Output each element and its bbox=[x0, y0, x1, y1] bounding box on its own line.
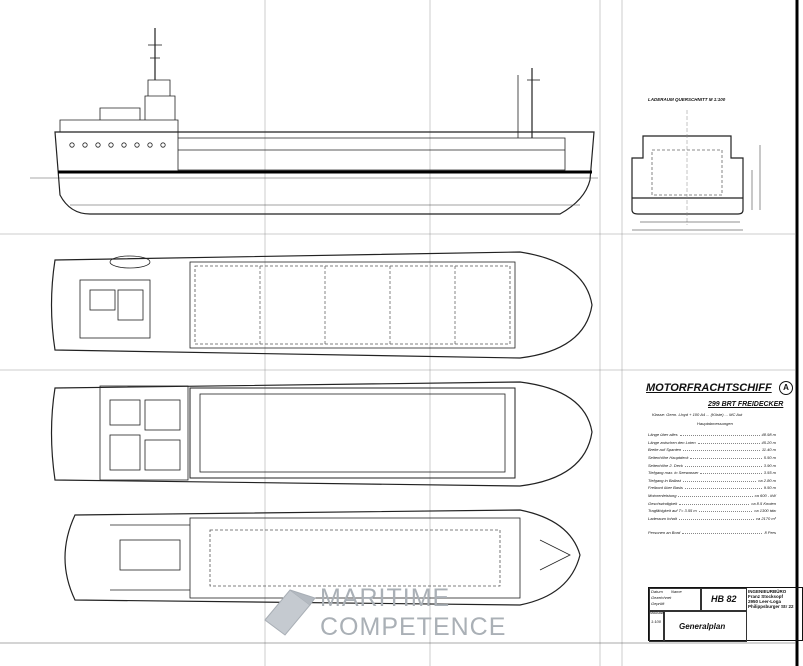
hold-cross-section bbox=[631, 110, 761, 231]
crew-row: Personen an Bord 8 Pers bbox=[648, 529, 776, 537]
drawing-number: HB 82 bbox=[711, 594, 737, 604]
dimension-label: Motorenleistung bbox=[648, 493, 677, 499]
dimensions-header: Hauptabmessungen bbox=[697, 421, 733, 426]
dimension-row: Tiefgang in Ballast ca 2.80 m bbox=[648, 477, 776, 485]
porthole bbox=[121, 142, 127, 148]
dimension-value: ca 2170 m³ bbox=[755, 515, 776, 521]
porthole bbox=[134, 142, 140, 148]
field-label: Maßstab bbox=[650, 611, 664, 615]
side-profile bbox=[30, 28, 598, 215]
office-line: Franz Stocksopf bbox=[748, 594, 784, 599]
watermark-logo-mark bbox=[264, 589, 316, 636]
plan-view-tween-deck bbox=[50, 381, 593, 487]
watermark: MARITIME COMPETENCE bbox=[262, 584, 562, 642]
porthole bbox=[108, 142, 114, 148]
dimension-label: Breite auf Spanten bbox=[648, 447, 682, 453]
dimension-label: Tiefgang in Ballast bbox=[648, 477, 681, 483]
field-label: Gezeichnet bbox=[651, 595, 672, 600]
crew-label: Personen an Bord bbox=[648, 530, 681, 536]
dimension-value: 5.50 m bbox=[763, 455, 776, 461]
dimension-value: 11.40 m bbox=[761, 447, 776, 453]
dimension-row: Breite auf Spanten 11.40 m bbox=[648, 446, 776, 454]
plan-view-upper-deck bbox=[50, 251, 593, 359]
field-label: Datum bbox=[651, 589, 663, 594]
dimension-row: Laderaum Inhalt ca 2170 m³ bbox=[648, 515, 776, 523]
dimension-value: 9.50 m bbox=[763, 485, 776, 491]
dimension-label: Geschwindigkeit bbox=[648, 500, 678, 506]
dimension-row: Motorenleistung ca 600 - kW bbox=[648, 492, 776, 500]
class-note: Klasse: Germ. Lloyd + 100 A4 ... (Küste)… bbox=[652, 412, 743, 417]
dimension-row: Geschwindigkeit ca 8.5 Knoten bbox=[648, 499, 776, 507]
porthole bbox=[147, 142, 153, 148]
office-line: INGENIEURBÜRO bbox=[748, 589, 787, 594]
dimensions-list: Länge über alles 48.98 m Länge zwischen d… bbox=[648, 431, 776, 537]
dimension-label: Laderaum Inhalt bbox=[648, 515, 677, 521]
dimension-row: Tiefgang max. in Seewasser 3.55 m bbox=[648, 469, 776, 477]
drawing-name: Generalplan bbox=[679, 622, 726, 631]
dimension-row: Länge zwischen den Loten 45.20 m bbox=[648, 439, 776, 447]
sheet-mark: A bbox=[779, 381, 793, 395]
dimension-label: Seitenhöhe Hauptdeck bbox=[648, 455, 689, 461]
ship-type-title: MOTORFRACHTSCHIFF bbox=[646, 382, 772, 394]
dimension-label: Länge über alles bbox=[648, 432, 678, 438]
dimension-row: Seitenhöhe Hauptdeck 5.50 m bbox=[648, 454, 776, 462]
watermark-line-2: COMPETENCE bbox=[320, 613, 507, 641]
plan-view-lower-deck bbox=[64, 509, 581, 606]
porthole bbox=[95, 142, 101, 148]
dimension-label: Freibord über Basis bbox=[648, 485, 683, 491]
field-label: Name bbox=[671, 589, 682, 594]
office-line: 2950 Leer-Loga bbox=[748, 599, 782, 604]
scale-value: 1:100 bbox=[651, 619, 662, 624]
dimension-value: ca 2.80 m bbox=[758, 477, 776, 483]
dimension-label: Tragfähigkeit auf T= 3.55 m bbox=[648, 508, 697, 514]
dimension-value: ca 8.5 Knoten bbox=[751, 500, 776, 506]
dimension-value: 45.20 m bbox=[761, 439, 776, 445]
dimension-label: Tiefgang max. in Seewasser bbox=[648, 470, 699, 476]
office-line: Philippsburger Str 22 bbox=[748, 604, 794, 609]
dimension-row: Freibord über Basis 9.50 m bbox=[648, 484, 776, 492]
title-block: Datum Name Gezeichnet Geprüft Maßstab 1:… bbox=[648, 587, 803, 642]
cross-section-title: LADERAUM QUERSCHNITT M 1:100 bbox=[648, 97, 726, 102]
dimension-value: 3.90 m bbox=[763, 462, 776, 468]
porthole bbox=[82, 142, 88, 148]
dimension-value: 48.98 m bbox=[761, 432, 776, 438]
crew-value: 8 Pers bbox=[764, 530, 776, 536]
field-label: Geprüft bbox=[651, 601, 665, 606]
watermark-line-1: MARITIME bbox=[320, 584, 451, 612]
dimension-row: Seitenhöhe 2. Deck 3.90 m bbox=[648, 461, 776, 469]
porthole bbox=[160, 142, 166, 148]
ship-subtitle: 299 BRT FREIDECKER bbox=[708, 401, 784, 408]
dimension-value: ca 600 - kW bbox=[754, 493, 776, 499]
dimension-row: Länge über alles 48.98 m bbox=[648, 431, 776, 439]
dimension-label: Länge zwischen den Loten bbox=[648, 439, 696, 445]
dimension-value: 3.55 m bbox=[763, 470, 776, 476]
dimension-value: ca 1300 tdw bbox=[754, 508, 776, 514]
dimension-row: Tragfähigkeit auf T= 3.55 m ca 1300 tdw bbox=[648, 507, 776, 515]
porthole bbox=[69, 142, 75, 148]
dimension-label: Seitenhöhe 2. Deck bbox=[648, 462, 683, 468]
